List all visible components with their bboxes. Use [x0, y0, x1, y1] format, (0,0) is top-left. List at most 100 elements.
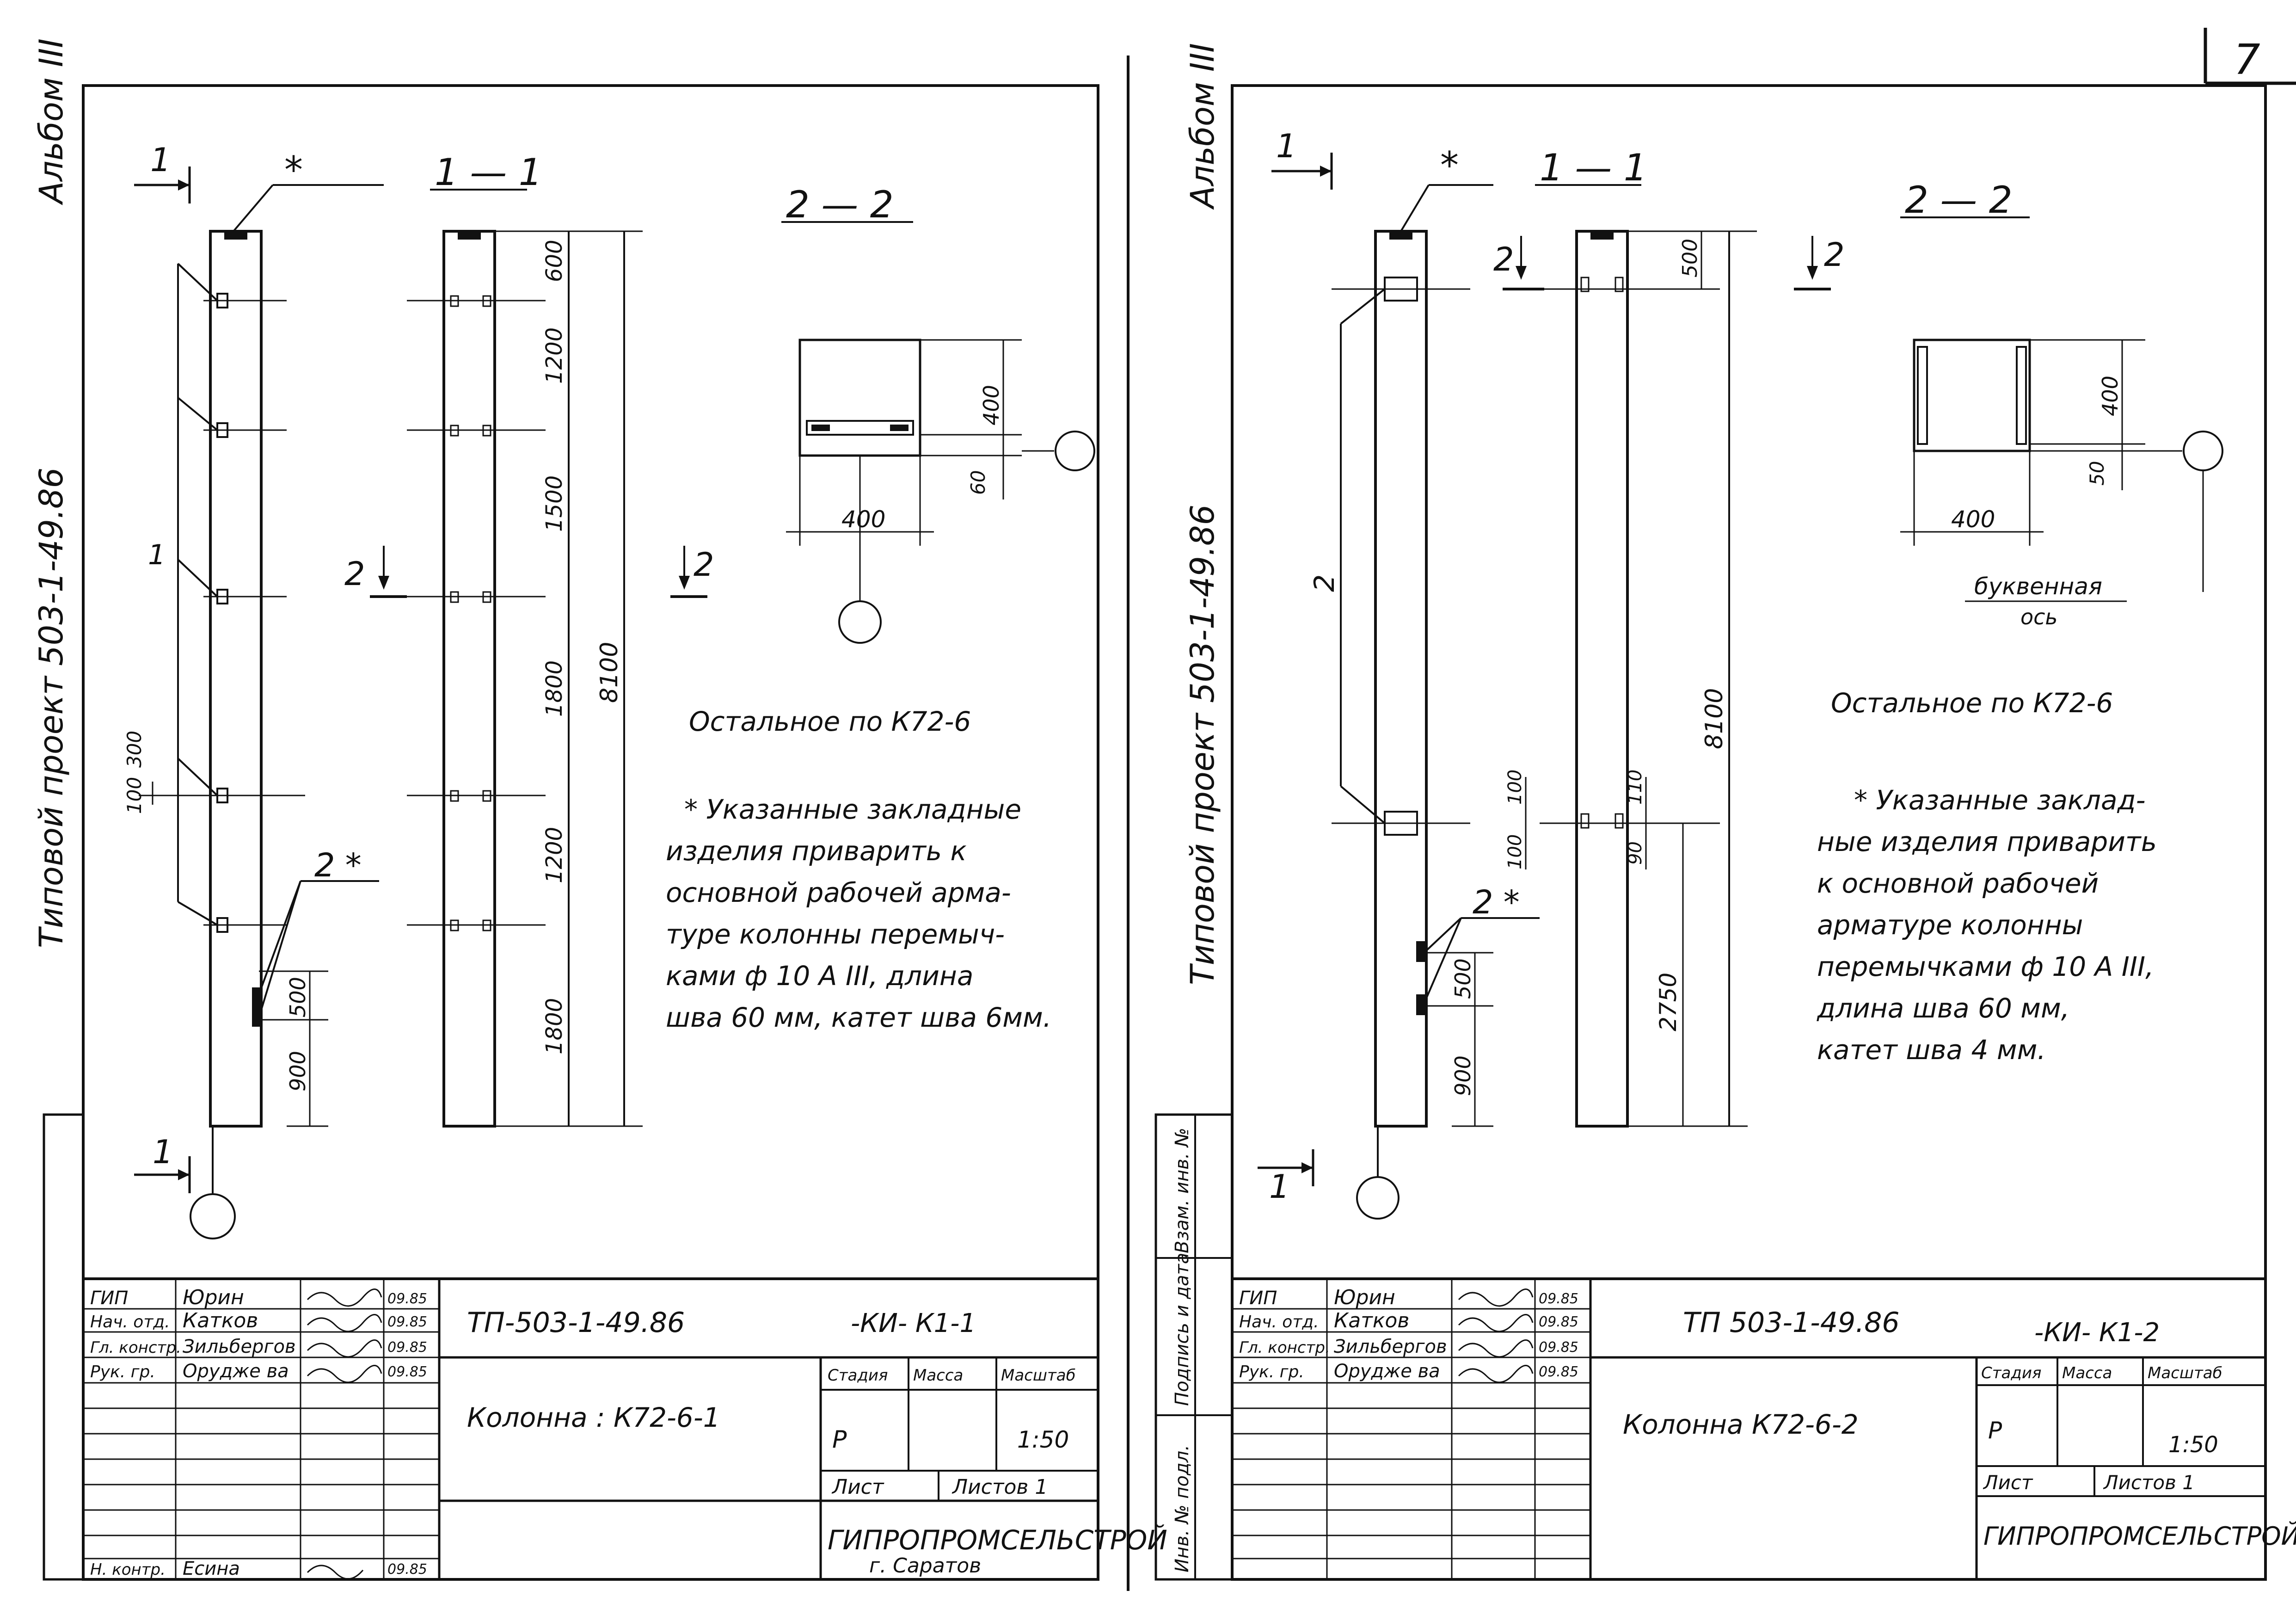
right-dim-400v: 400 [2098, 376, 2123, 416]
left-stage-value: Р [832, 1426, 847, 1454]
right-cut-marks: 1 1 [1258, 127, 1333, 1206]
right-note-line-3: арматуре колонны [1817, 909, 2083, 941]
left-cut-1-top: 1 [150, 141, 171, 179]
left-dim-400h: 400 [841, 506, 885, 533]
left-cut-1-bottom: 1 [153, 1133, 173, 1171]
right-note-rest: Остальное по К72-6 [1831, 687, 2113, 719]
right-dim-100a: 100 [1504, 770, 1526, 805]
left-side-strip [43, 1113, 85, 1581]
right-dim-500: 500 [1678, 239, 1702, 277]
left-signature-nkontr [307, 1565, 364, 1580]
right-col-scale: Масштаб [2148, 1364, 2222, 1382]
left-date-3: 09.85 [387, 1364, 427, 1380]
left-signature-2 [307, 1339, 382, 1358]
left-cut-2-b: 2 [694, 546, 714, 584]
left-role-0: ГИП [90, 1288, 128, 1309]
left-name-3: Орудже ва [183, 1361, 289, 1382]
right-notes: Остальное по К72-6 * Указанные заклад- н… [1817, 687, 2157, 1066]
left-signature-1 [307, 1314, 382, 1332]
right-date-1: 09.85 [1539, 1314, 1578, 1330]
left-col-stage: Стадия [828, 1366, 888, 1385]
left-section-title: 1 — 1 [435, 151, 542, 194]
left-section-2-title: 2 — 2 [786, 183, 894, 226]
left-note-line-2: основной рабочей арма- [666, 877, 1011, 908]
left-dim-1200a: 1200 [541, 327, 567, 384]
right-side-label-0: Взам. инв. № [1172, 1128, 1193, 1253]
left-doc-code: ТП-503-1-49.86 [467, 1307, 685, 1339]
right-asterisk: * [1440, 144, 1459, 187]
right-cut-1-top: 1 [1276, 127, 1297, 165]
left-col-scale: Масштаб [1001, 1366, 1076, 1385]
right-col-stage: Стадия [1981, 1364, 2041, 1382]
right-cut-2-b: 2 [1824, 236, 1845, 274]
left-date-2: 09.85 [387, 1339, 427, 1356]
left-album-label: Альбом III [32, 38, 70, 205]
left-nkontr-role: Н. контр. [90, 1560, 166, 1579]
left-sheet: Альбом III Типовой проект 503-1-49.86 [32, 38, 1167, 1581]
right-role-3: Рук. гр. [1239, 1362, 1304, 1381]
left-date-1: 09.85 [387, 1314, 427, 1330]
left-cut-2-a: 2 [344, 555, 365, 593]
left-dim-900: 900 [285, 1051, 310, 1091]
right-album-label: Альбом III [1184, 43, 1222, 210]
right-sheets-label: Листов 1 [2103, 1471, 2195, 1494]
left-column-elevation: * 2 * 1 100 300 500 900 [123, 148, 384, 1239]
left-dim-1500: 1500 [541, 475, 567, 532]
left-dim-400v: 400 [979, 385, 1004, 425]
right-cut-1-bottom: 1 [1269, 1168, 1290, 1206]
right-dim-2750: 2750 [1655, 973, 1682, 1031]
right-date-0: 09.85 [1539, 1291, 1578, 1307]
right-mark-2-long: 2 [1308, 574, 1341, 592]
left-nkontr-date: 09.85 [387, 1561, 427, 1578]
left-signature-0 [307, 1288, 382, 1307]
right-stage-value: Р [1988, 1417, 2002, 1444]
left-note-rest: Остальное по К72-6 [689, 706, 971, 737]
right-dim-50: 50 [2086, 461, 2108, 486]
left-sheets-label: Листов 1 [952, 1475, 1048, 1499]
right-side-strip: Взам. инв. № Подпись и дата Инв. № подл. [1154, 1113, 1234, 1581]
right-note-line-4: перемычками ф 10 А III, [1817, 951, 2154, 982]
right-signature-3 [1458, 1365, 1534, 1383]
right-date-2: 09.85 [1539, 1339, 1578, 1356]
right-org: ГИПРОПРОМСЕЛЬСТРОЙ [1983, 1522, 2296, 1551]
left-note-line-5: шва 60 мм, катет шва 6мм. [666, 1002, 1051, 1033]
right-project-label: Типовой проект 503-1-49.86 [1184, 505, 1222, 985]
right-title-block: ГИП Нач. отд. Гл. констр. Рук. гр. Юрин … [1232, 1277, 2296, 1579]
left-dim-8100: 8100 [595, 642, 623, 703]
left-dim-60: 60 [967, 470, 989, 495]
right-name-0: Юрин [1334, 1286, 1395, 1309]
right-note-line-6: катет шва 4 мм. [1817, 1034, 2046, 1066]
right-dim-900: 900 [1450, 1055, 1475, 1096]
page-number-box: 7 [2204, 28, 2296, 85]
right-section-2-2: 2 — 2 400 50 400 буквенная ось [1900, 179, 2223, 629]
left-doc-suffix: -КИ- К1-1 [851, 1308, 976, 1338]
left-date-0: 09.85 [387, 1291, 427, 1307]
left-city: г. Саратов [869, 1554, 981, 1578]
left-dim-100: 100 [123, 777, 146, 814]
left-dim-1200b: 1200 [541, 827, 567, 883]
right-date-3: 09.85 [1539, 1364, 1578, 1380]
right-dim-500b: 500 [1450, 958, 1475, 999]
left-signature-3 [307, 1365, 382, 1383]
right-note-line-1: ные изделия приварить [1817, 826, 2157, 857]
left-role-3: Рук. гр. [90, 1362, 155, 1381]
left-scale-value: 1:50 [1017, 1426, 1069, 1453]
right-cut-2-a: 2 [1493, 240, 1514, 278]
right-sheet-label: Лист [1983, 1471, 2033, 1494]
left-org: ГИПРОПРОМСЕЛЬСТРОЙ [828, 1524, 1167, 1556]
right-side-label-1: Подпись и дата [1172, 1253, 1193, 1406]
left-dim-600: 600 [541, 240, 567, 282]
left-dim-1800b: 1800 [541, 998, 567, 1054]
right-signature-0 [1458, 1288, 1534, 1307]
left-cut-marks: 1 1 [134, 141, 191, 1193]
right-axis-label-2: ось [2020, 604, 2058, 629]
right-dim-100b: 100 [1504, 834, 1526, 869]
right-role-0: ГИП [1239, 1288, 1277, 1309]
left-mark-2-star: 2 * [314, 846, 362, 884]
left-dim-300: 300 [123, 731, 146, 768]
left-project-label: Типовой проект 503-1-49.86 [32, 468, 70, 948]
right-sheet: Альбом III Типовой проект 503-1-49.86 Вз… [1154, 43, 2296, 1581]
right-name-3: Орудже ва [1334, 1361, 1440, 1382]
right-signature-2 [1458, 1339, 1534, 1358]
right-mark-2-star: 2 * [1473, 883, 1520, 921]
